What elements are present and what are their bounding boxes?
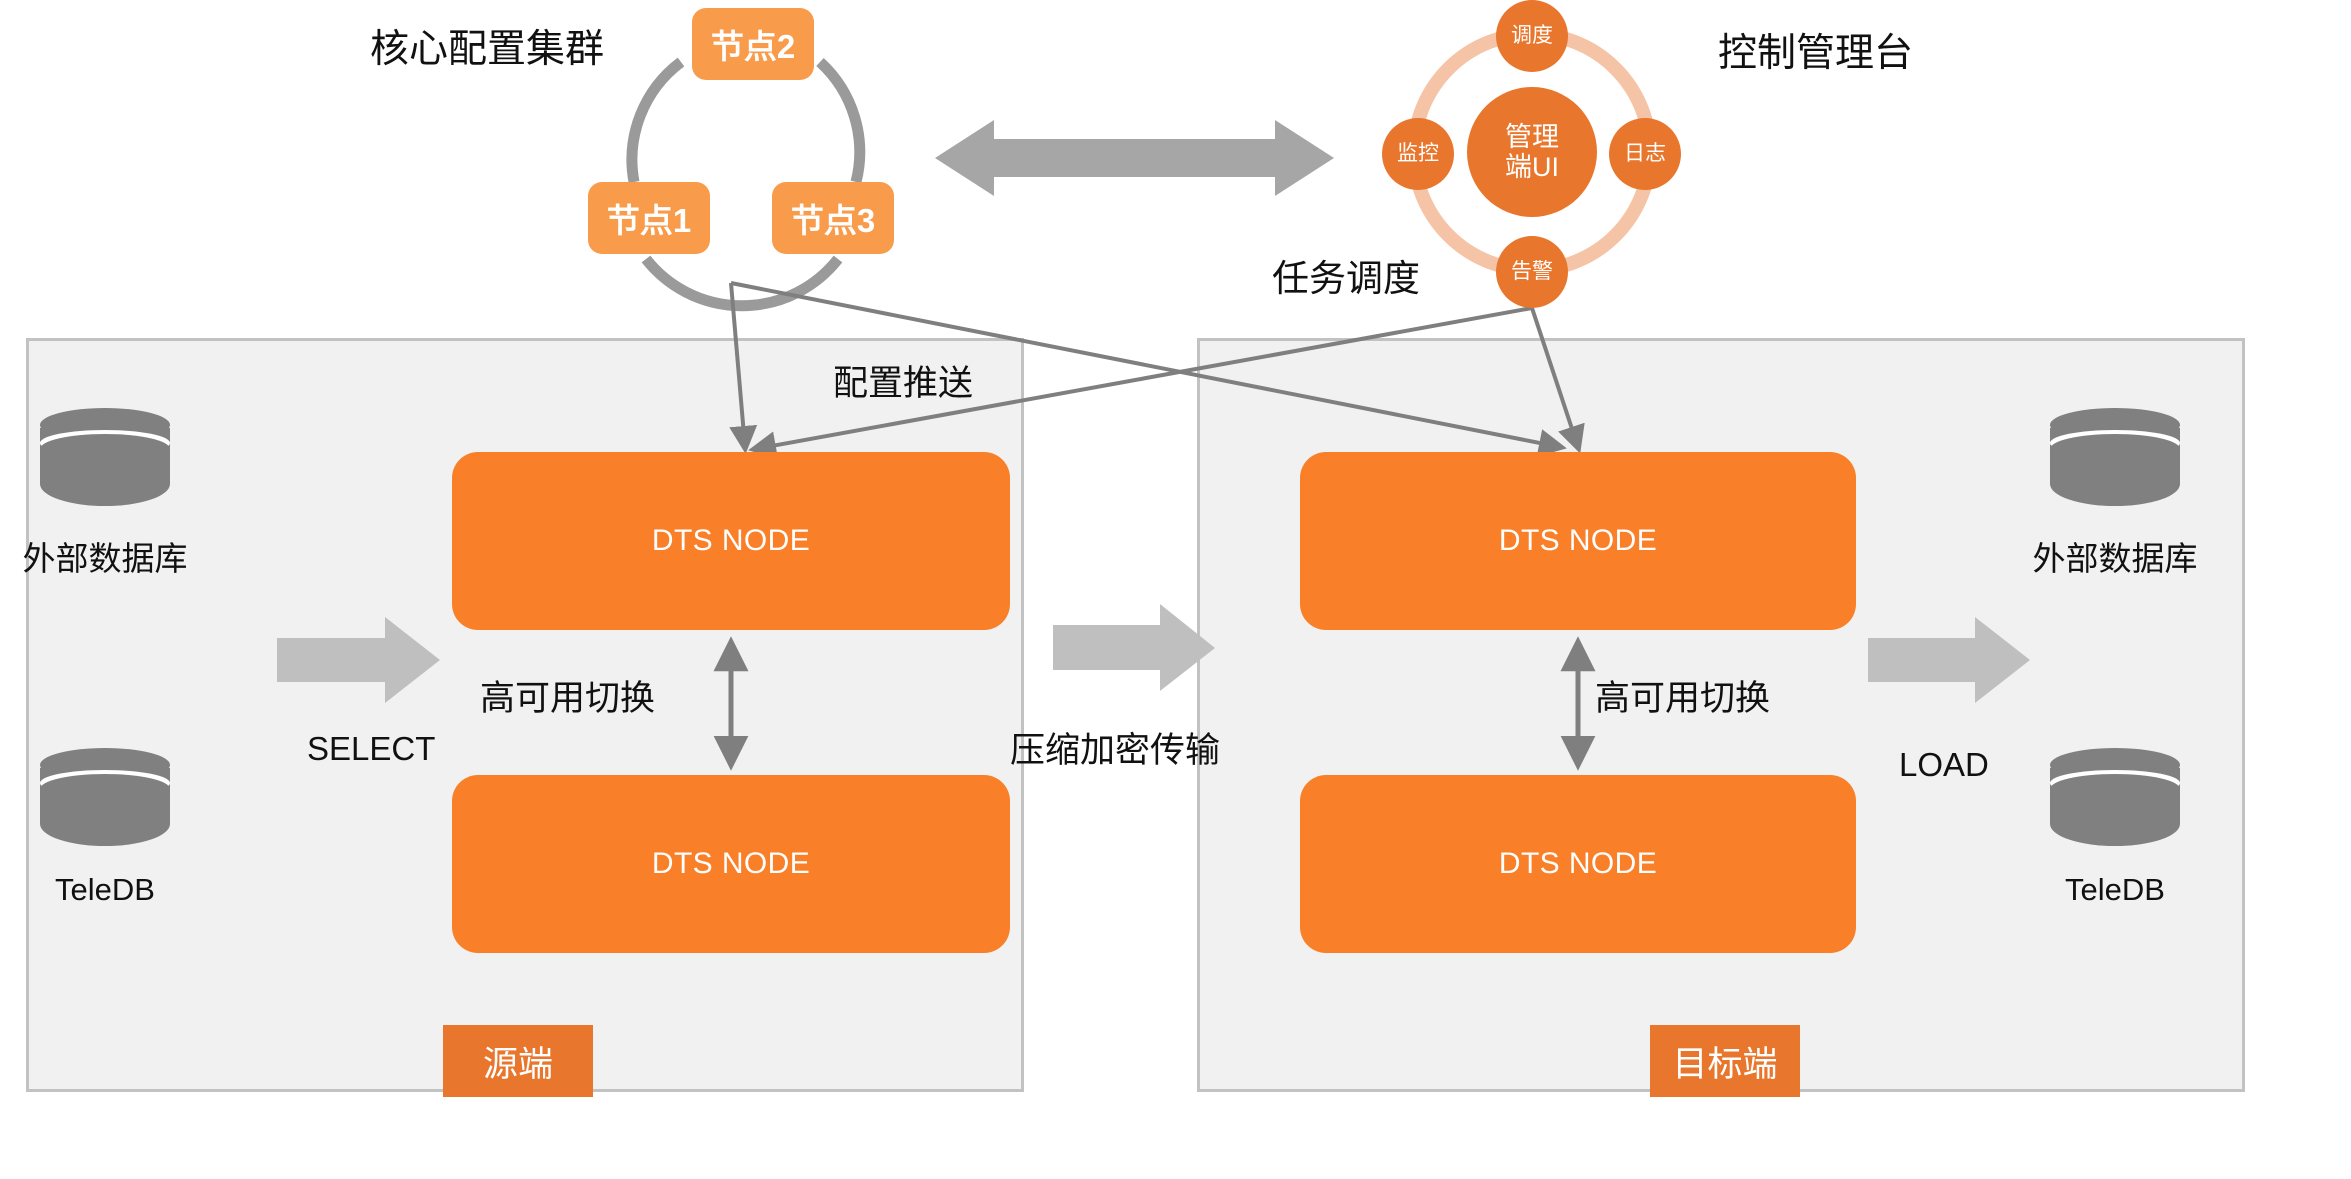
console-caption: 控制管理台 xyxy=(1718,32,1914,75)
transfer-block-arrow xyxy=(1053,604,1215,691)
database-cylinder-icon xyxy=(2050,748,2180,860)
console-satellite-monitor[interactable]: 监控 xyxy=(1382,118,1454,190)
target-external-database-label: 外部数据库 xyxy=(2032,540,2198,577)
console-satellite-log-label: 日志 xyxy=(1624,142,1666,166)
ha-switch-label-target: 高可用切换 xyxy=(1595,679,1771,718)
source-external-database: 外部数据库 xyxy=(0,408,210,580)
source-dts-node-standby[interactable]: DTS NODE xyxy=(452,775,1010,953)
console-satellite-alarm-label: 告警 xyxy=(1511,260,1553,284)
cluster-node-3[interactable]: 节点3 xyxy=(772,182,894,254)
select-label: SELECT xyxy=(307,730,436,767)
arc-node2-node1 xyxy=(626,57,685,183)
task-schedule-label: 任务调度 xyxy=(1272,258,1420,299)
source-teledb-database-label: TeleDB xyxy=(55,872,155,907)
target-teledb-database: TeleDB xyxy=(2010,748,2220,908)
database-cylinder-icon xyxy=(40,408,170,520)
cluster-node-2[interactable]: 节点2 xyxy=(692,8,814,80)
console-satellite-log[interactable]: 日志 xyxy=(1609,118,1681,190)
target-dts-node-standby[interactable]: DTS NODE xyxy=(1300,775,1856,953)
cluster-node-1[interactable]: 节点1 xyxy=(588,182,710,254)
cluster-node-3-label: 节点3 xyxy=(790,202,876,239)
console-satellite-schedule-label: 调度 xyxy=(1511,24,1553,48)
arc-node1-node3 xyxy=(641,255,843,312)
load-label: LOAD xyxy=(1899,746,1989,783)
source-teledb-database: TeleDB xyxy=(0,748,210,908)
target-side-badge-label: 目标端 xyxy=(1672,1044,1778,1084)
console-satellite-schedule[interactable]: 调度 xyxy=(1496,0,1568,72)
console-satellite-monitor-label: 监控 xyxy=(1397,142,1439,166)
source-dts-node-primary-label: DTS NODE xyxy=(651,524,811,557)
console-center-line2: 端UI xyxy=(1505,152,1559,182)
cluster-console-arrow xyxy=(935,120,1334,196)
cluster-node-2-label: 节点2 xyxy=(710,28,796,65)
cluster-node-1-label: 节点1 xyxy=(606,202,692,239)
cluster-caption: 核心配置集群 xyxy=(370,28,605,71)
console-center-line1: 管理 xyxy=(1505,121,1559,152)
arc-node2-node3 xyxy=(816,57,866,184)
source-side-badge-label: 源端 xyxy=(482,1044,553,1084)
source-external-database-label: 外部数据库 xyxy=(22,540,188,577)
target-dts-node-primary-label: DTS NODE xyxy=(1498,524,1658,557)
database-cylinder-icon xyxy=(2050,408,2180,520)
console-satellite-alarm[interactable]: 告警 xyxy=(1496,236,1568,308)
config-push-label: 配置推送 xyxy=(833,364,974,403)
target-external-database: 外部数据库 xyxy=(2010,408,2220,580)
target-teledb-database-label: TeleDB xyxy=(2065,872,2165,907)
transfer-label: 压缩加密传输 xyxy=(1010,731,1221,770)
source-dts-node-primary[interactable]: DTS NODE xyxy=(452,452,1010,630)
database-cylinder-icon xyxy=(40,748,170,860)
ha-switch-label-source: 高可用切换 xyxy=(480,679,656,718)
console-center-admin-ui[interactable]: 管理 端UI xyxy=(1467,87,1597,217)
source-dts-node-standby-label: DTS NODE xyxy=(651,847,811,880)
target-dts-node-primary[interactable]: DTS NODE xyxy=(1300,452,1856,630)
target-dts-node-standby-label: DTS NODE xyxy=(1498,847,1658,880)
source-side-badge: 源端 xyxy=(443,1025,593,1097)
target-side-badge: 目标端 xyxy=(1650,1025,1800,1097)
